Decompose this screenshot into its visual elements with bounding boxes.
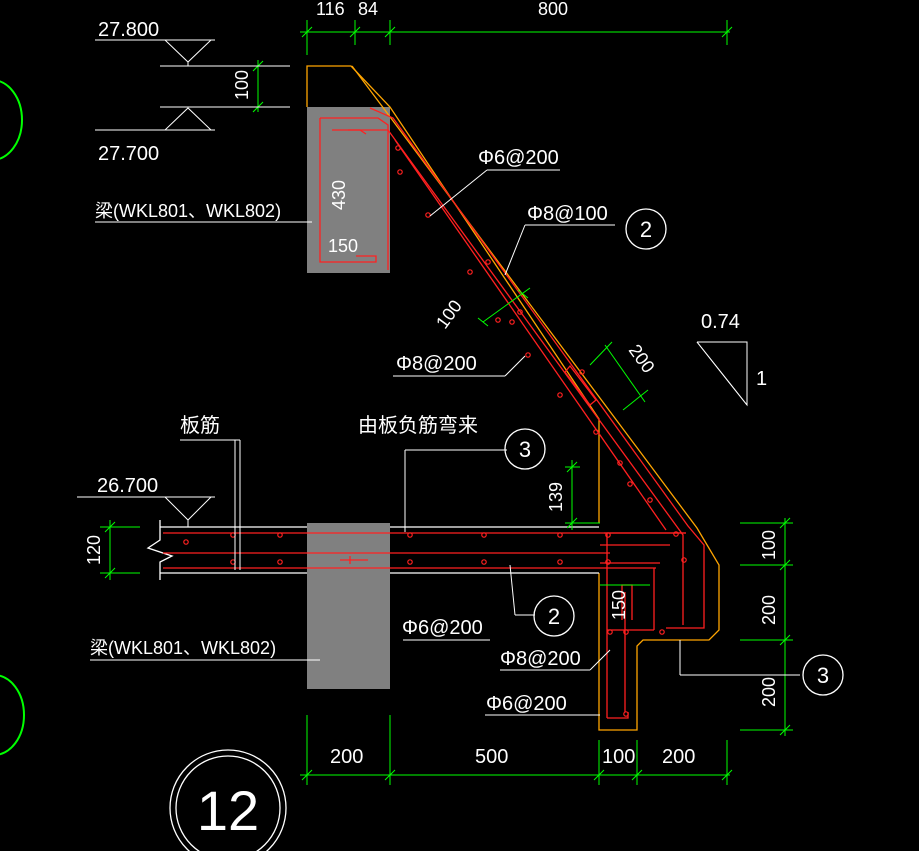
label-slab-rebar: 板筋: [180, 414, 220, 437]
rebar-dots: [183, 145, 687, 717]
label-rebar-a: Φ6@200: [478, 147, 559, 169]
rebar-lines: [163, 107, 705, 719]
leader-lines: [77, 39, 800, 716]
dim-right-200b: 200: [759, 677, 779, 707]
dim-right-200: 200: [759, 595, 779, 625]
label-rebar-e: Φ8@200: [500, 648, 581, 670]
detail-number: 12: [197, 779, 259, 842]
dim-hook-150: 150: [328, 236, 358, 256]
dim-beam-430: 430: [329, 180, 349, 210]
callout-2-upper: 2: [640, 217, 652, 242]
upper-beam-section: [307, 107, 390, 273]
dim-bot-200b: 200: [662, 746, 695, 768]
edge-circle-bottom: [0, 674, 25, 756]
dim-bot-200: 200: [330, 746, 363, 768]
dim-incline-100: 100: [432, 296, 466, 332]
label-rebar-f: Φ6@200: [486, 693, 567, 715]
label-slope-h: 0.74: [701, 311, 740, 333]
label-beam-lower: 梁(WKL801、WKL802): [90, 638, 276, 658]
dim-step-100: 100: [232, 70, 252, 100]
dim-top-84: 84: [358, 0, 378, 19]
label-rebar-c: Φ8@200: [396, 353, 477, 375]
concrete-outline: [306, 65, 720, 731]
elevation-top-upper: 27.800: [98, 19, 159, 41]
label-slope-v: 1: [756, 368, 767, 390]
dim-top-800: 800: [538, 0, 568, 19]
callout-3-right: 3: [817, 663, 829, 688]
label-rebar-b: Φ8@100: [527, 203, 608, 225]
dim-top-116: 116: [316, 0, 345, 19]
dim-offset-139: 139: [546, 482, 566, 512]
dim-slab-120: 120: [84, 535, 104, 565]
dim-bot-500: 500: [475, 746, 508, 768]
elevation-top-lower: 27.700: [98, 143, 159, 165]
dim-incline-200: 200: [625, 341, 659, 377]
edge-circle-top: [0, 80, 23, 160]
callout-3-mid: 3: [519, 437, 531, 462]
lower-beam-section: [307, 523, 390, 689]
dim-right-100: 100: [759, 530, 779, 560]
elevation-slab: 26.700: [97, 475, 158, 497]
callout-circles: [169, 208, 844, 851]
slab-outline: [146, 520, 599, 580]
dim-stub-150: 150: [609, 590, 629, 620]
label-beam-upper: 梁(WKL801、WKL802): [95, 201, 281, 221]
dimension-lines: [100, 20, 793, 785]
label-rebar-d: Φ6@200: [402, 617, 483, 639]
dim-bot-100: 100: [602, 746, 635, 768]
callout-2-lower: 2: [548, 604, 560, 629]
label-bent-note: 由板负筋弯来: [358, 414, 478, 437]
